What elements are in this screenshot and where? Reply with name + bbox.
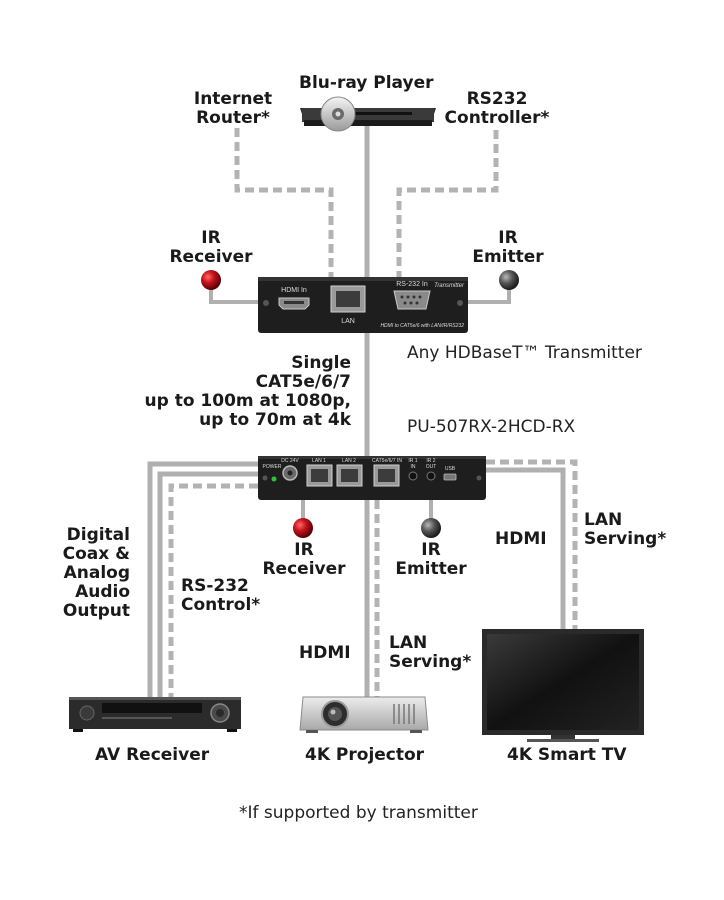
transmitter-rs232-label: RS-232 In xyxy=(396,281,428,288)
ir-receiver-top-label: IR Receiver xyxy=(163,229,259,267)
audio-output-line-1: Digital xyxy=(66,525,130,545)
rs232-controller-label: RS232 Controller* xyxy=(443,90,551,128)
cable-spec-line-1: Single xyxy=(291,353,351,373)
transmitter-caption: HDMI to CAT5e/6 with LAN/IR/RS232 xyxy=(380,323,464,329)
ir-receiver-top-line-2: Receiver xyxy=(169,247,253,267)
ir-emitter-top-line-1: IR xyxy=(498,228,518,248)
lan-serving-projector-label: LAN Serving* xyxy=(389,634,471,672)
cable-lan-tv xyxy=(486,459,578,630)
ir-receiver-top-icon xyxy=(201,270,221,290)
projector-device xyxy=(299,696,429,733)
transmitter-brand-label: Transmitter xyxy=(434,283,465,289)
receiver-device: DC 24V POWER LAN 1 LAN 2 CAT5e/6/7 IN IR… xyxy=(258,456,486,500)
cable-audio-analog xyxy=(157,471,258,697)
receiver-lan1-label: LAN 1 xyxy=(312,458,326,464)
cable-spec-line-4: up to 70m at 4k xyxy=(199,410,351,430)
internet-router-label: Internet Router* xyxy=(188,90,278,128)
audio-output-line-4: Audio xyxy=(75,582,130,602)
smart-tv-label: 4K Smart TV xyxy=(507,745,627,765)
cable-hdmi-tv xyxy=(486,467,566,630)
receiver-ir2-label: IR 2 xyxy=(426,458,435,464)
ir-receiver-bottom-line-1: IR xyxy=(294,540,314,560)
ir-emitter-bottom-line-1: IR xyxy=(421,540,441,560)
cable-audio-coax xyxy=(147,461,258,697)
receiver-cat-in-label: CAT5e/6/7 IN xyxy=(372,458,402,464)
lan-serving-projector-line-1: LAN xyxy=(389,633,428,653)
hdmi-projector-label: HDMI xyxy=(299,643,351,663)
ir-emitter-top-line-2: Emitter xyxy=(472,247,544,267)
receiver-ir1-label: IR 1 xyxy=(408,458,417,464)
rs232-controller-line-1: RS232 xyxy=(466,89,528,109)
internet-router-line-2: Router* xyxy=(196,108,270,128)
cables xyxy=(147,120,578,697)
lan-serving-tv-line-2: Serving* xyxy=(584,529,667,549)
av-receiver-label: AV Receiver xyxy=(95,745,210,765)
transmitter-name-label: Any HDBaseT™ Transmitter xyxy=(407,343,642,363)
receiver-power-label: POWER xyxy=(263,464,282,470)
lan-serving-tv-label: LAN Serving* xyxy=(584,511,666,549)
internet-router-line-1: Internet xyxy=(193,89,273,109)
rs232-control-line-2: Control* xyxy=(181,595,261,615)
rs232-controller-line-2: Controller* xyxy=(444,108,550,128)
lan-serving-tv-line-1: LAN xyxy=(584,510,623,530)
receiver-name-label: PU-507RX-2HCD-RX xyxy=(407,417,576,437)
cable-spec-label: Single CAT5e/6/7 up to 100m at 1080p, up… xyxy=(130,353,352,430)
transmitter-hdmi-in-label: HDMI In xyxy=(281,287,307,294)
bluray-player xyxy=(300,96,436,132)
ir-emitter-bottom-label: IR Emitter xyxy=(386,541,476,579)
rs232-control-line-1: RS-232 xyxy=(181,576,249,596)
audio-output-line-5: Output xyxy=(62,601,130,621)
ir-emitter-bottom-line-2: Emitter xyxy=(395,559,467,579)
receiver-usb-label: USB xyxy=(445,466,456,472)
rs232-control-label: RS-232 Control* xyxy=(181,577,260,615)
av-receiver-device xyxy=(69,697,241,732)
ir-emitter-top-label: IR Emitter xyxy=(463,229,553,267)
lan-serving-projector-line-2: Serving* xyxy=(389,652,472,672)
cable-lan-router xyxy=(234,128,334,278)
ir-receiver-top-line-1: IR xyxy=(201,228,221,248)
audio-output-label: Digital Coax & Analog Audio Output xyxy=(40,526,130,621)
cable-spec-line-2: CAT5e/6/7 xyxy=(255,372,351,392)
ir-emitter-bottom-icon xyxy=(421,518,441,538)
cable-rs232-control xyxy=(168,483,258,697)
ir-receiver-bottom-line-2: Receiver xyxy=(262,559,346,579)
transmitter-lan-label: LAN xyxy=(341,318,355,325)
ir-receiver-bottom-icon xyxy=(293,518,313,538)
smart-tv-device xyxy=(482,629,644,742)
hdmi-tv-label: HDMI xyxy=(495,529,547,549)
audio-output-line-2: Coax & xyxy=(62,544,130,564)
cable-spec-line-3: up to 100m at 1080p, xyxy=(144,391,352,411)
ir-receiver-bottom-label: IR Receiver xyxy=(256,541,352,579)
footnote: *If supported by transmitter xyxy=(239,803,478,823)
ir-emitter-top-icon xyxy=(499,270,519,290)
receiver-ir1-sub-label: IN xyxy=(411,464,416,470)
receiver-dc-label: DC 24V xyxy=(281,458,299,464)
bluray-player-label: Blu-ray Player xyxy=(299,73,434,93)
receiver-lan2-label: LAN 2 xyxy=(342,458,356,464)
audio-output-line-3: Analog xyxy=(63,563,130,583)
projector-label: 4K Projector xyxy=(305,745,425,765)
receiver-ir2-sub-label: OUT xyxy=(426,464,437,470)
cable-rs232-controller xyxy=(396,130,499,278)
transmitter-device: HDMI In LAN RS-232 In Transmitter HDMI t… xyxy=(258,277,468,333)
